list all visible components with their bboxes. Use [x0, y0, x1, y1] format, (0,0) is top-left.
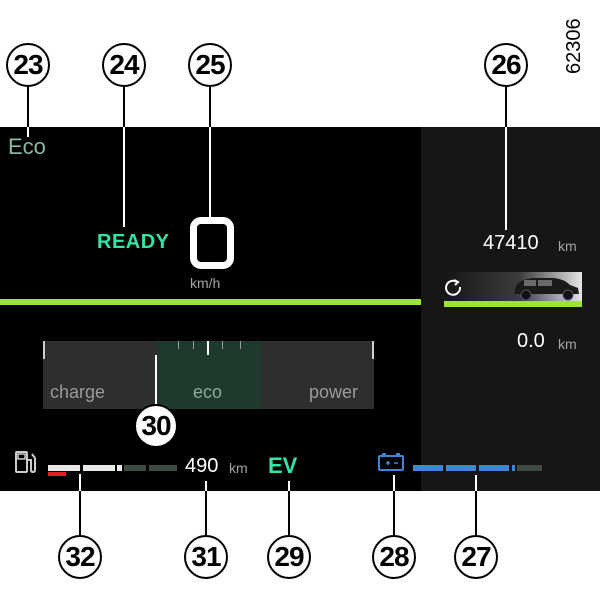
- callout-25: 25: [188, 43, 232, 87]
- odometer-value: 47410: [483, 232, 539, 254]
- gauge-tick: [222, 341, 223, 349]
- gauge-tick: [193, 341, 194, 349]
- leader-line-23-inner: [27, 127, 29, 137]
- gauge-tick: [240, 341, 241, 349]
- fuel-segment-1: [48, 465, 80, 471]
- callout-26: 26: [484, 43, 528, 87]
- fuel-range-value: 490: [185, 455, 219, 477]
- figure-id: 62306: [563, 18, 585, 74]
- gauge-label-charge: charge: [50, 382, 106, 402]
- leader-line-32-inner: [79, 474, 81, 491]
- green-separator-line: [0, 299, 421, 305]
- leader-line-31: [205, 491, 207, 535]
- trip-reset-icon: [445, 279, 462, 296]
- fuel-segment-5: [149, 465, 177, 471]
- leader-line-27-inner: [475, 475, 477, 491]
- leader-line-24: [123, 87, 125, 127]
- leader-line-27: [475, 491, 477, 535]
- ready-status: READY: [97, 231, 170, 253]
- battery-segment-3: [479, 465, 509, 471]
- speed-zero-digit: [190, 217, 234, 269]
- fuel-segment-4: [124, 465, 146, 471]
- fuel-range-unit: km: [229, 460, 248, 476]
- leader-line-30-inner: [155, 355, 157, 405]
- trip-unit: km: [558, 336, 577, 352]
- leader-line-24-inner: [123, 127, 125, 227]
- leader-line-28-inner: [393, 475, 395, 491]
- callout-30: 30: [134, 404, 178, 448]
- odometer-unit: km: [558, 238, 577, 254]
- fuel-segment-3: [117, 465, 122, 471]
- battery-segment-1: [413, 465, 443, 471]
- leader-line-25: [209, 87, 211, 127]
- gauge-tick: [178, 341, 179, 349]
- fuel-pump-icon: [15, 451, 36, 474]
- speed-unit: km/h: [190, 275, 221, 291]
- car-icon: [514, 278, 579, 301]
- trip-value: 0.0: [517, 330, 545, 352]
- gauge-label-power: power: [309, 382, 359, 402]
- callout-28: 28: [372, 535, 416, 579]
- battery-segment-2: [446, 465, 476, 471]
- battery-segment-5: [517, 465, 542, 471]
- drive-mode-label: Eco: [8, 134, 46, 159]
- gauge-end-mark-right: [372, 341, 374, 359]
- leader-line-28: [393, 491, 395, 535]
- callout-23: 23: [6, 43, 50, 87]
- callout-24: 24: [102, 43, 146, 87]
- gauge-label-eco: eco: [193, 382, 223, 402]
- leader-line-25-inner: [209, 127, 211, 217]
- leader-line-31-inner: [205, 481, 207, 491]
- leader-line-32: [79, 491, 81, 535]
- ev-mode-indicator: EV: [268, 453, 298, 478]
- fuel-segment-2: [83, 465, 115, 471]
- leader-line-23: [27, 87, 29, 127]
- gauge-end-mark-left: [43, 341, 45, 359]
- callout-27: 27: [454, 535, 498, 579]
- battery-segment-4: [512, 465, 515, 471]
- callout-32: 32: [58, 535, 102, 579]
- callout-29: 29: [267, 535, 311, 579]
- power-gauge-eco-zone: [158, 341, 261, 409]
- battery-icon: [378, 453, 404, 471]
- leader-line-29: [288, 491, 290, 535]
- leader-line-29-inner: [288, 481, 290, 491]
- odometer-panel: [421, 127, 600, 491]
- trip-green-line: [444, 301, 582, 307]
- fuel-reserve-marker: [48, 472, 66, 476]
- callout-31: 31: [184, 535, 228, 579]
- leader-line-26: [505, 87, 507, 127]
- car-illustration: [444, 272, 582, 302]
- leader-line-26-inner: [505, 127, 507, 230]
- power-gauge-needle: [207, 341, 209, 355]
